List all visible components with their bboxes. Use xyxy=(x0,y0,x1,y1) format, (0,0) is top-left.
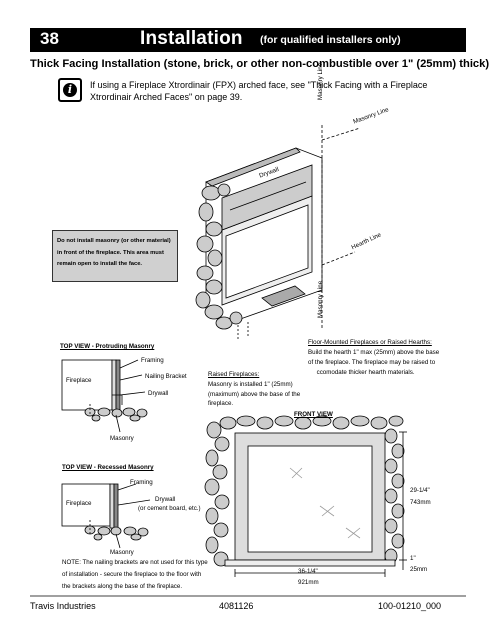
footer-doc-number: 4081126 xyxy=(219,601,254,611)
framing-label-1: Framing xyxy=(141,357,164,364)
dim-width-mm: 921mm xyxy=(298,579,319,586)
drywall-sublabel-2: (or cement board, etc.) xyxy=(138,505,201,512)
raised-fireplaces-line-3: fireplace. xyxy=(208,400,234,407)
fireplace-label-2: Fireplace xyxy=(66,500,92,507)
framing-label-2: Framing xyxy=(130,479,153,486)
raised-fireplaces-line-1: Masonry is installed 1" (25mm) xyxy=(208,381,293,388)
top-view-protruding-title: TOP VIEW - Protruding Masonry xyxy=(60,343,155,350)
page-header-bar: 38 Installation (for qualified installer… xyxy=(30,28,466,52)
drywall-label-2: Drywall xyxy=(155,496,176,503)
top-view-recessed-drawing xyxy=(61,483,151,549)
top-view-recessed-title: TOP VIEW - Recessed Masonry xyxy=(62,464,154,471)
masonry-line-label-bottom: Masonry Line xyxy=(317,280,324,318)
nailing-note-line-3: the brackets along the base of the firep… xyxy=(62,583,183,590)
isometric-fireplace-drawing xyxy=(195,125,361,340)
warning-text: Do not install masonry (or other materia… xyxy=(57,238,171,267)
section-title: Installation xyxy=(140,28,243,49)
note-text: If using a Fireplace Xtrordinair (FPX) a… xyxy=(90,80,428,102)
floor-mounted-title: Floor-Mounted Fireplaces or Raised Heart… xyxy=(308,339,432,346)
footer-part-number: 100-01210_000 xyxy=(378,601,442,611)
masonry-label-1: Masonry xyxy=(110,435,134,442)
nailing-bracket-label: Nailing Bracket xyxy=(145,373,187,380)
nailing-note-line-2: of installation - secure the fireplace t… xyxy=(62,571,202,578)
dim-hearth-mm: 25mm xyxy=(410,566,428,573)
drywall-label-1: Drywall xyxy=(148,390,169,397)
fireplace-label-1: Fireplace xyxy=(66,377,92,384)
front-view-drawing xyxy=(204,415,407,577)
dim-hearth-in: 1" xyxy=(410,555,416,562)
raised-fireplaces-line-2: (maximum) above the base of the xyxy=(208,391,301,398)
dim-height-in: 29-1/4" xyxy=(410,487,430,494)
floor-mounted-line-3: ccomodate thicker hearth materials. xyxy=(308,369,415,376)
raised-fireplaces-title: Raised Fireplaces: xyxy=(208,371,260,378)
section-subtitle: (for qualified installers only) xyxy=(260,34,401,46)
masonry-label-2: Masonry xyxy=(110,549,134,556)
page-number: 38 xyxy=(40,29,59,48)
warning-box: Do not install masonry (or other materia… xyxy=(52,230,178,282)
dim-height-mm: 743mm xyxy=(410,499,431,506)
footer-company: Travis Industries xyxy=(30,601,96,611)
floor-mounted-line-2: of the fireplace. The fireplace may be r… xyxy=(308,359,436,366)
top-view-protruding-drawing xyxy=(61,359,148,433)
floor-mounted-line-1: Build the hearth 1" max (25mm) above the… xyxy=(308,349,440,356)
dim-width-in: 36-1/4" xyxy=(298,568,318,575)
main-heading: Thick Facing Installation (stone, brick,… xyxy=(30,58,490,70)
info-icon: i xyxy=(58,78,82,102)
nailing-note-line-1: NOTE: The nailing brackets are not used … xyxy=(62,559,208,566)
front-view-title: FRONT VIEW xyxy=(294,411,333,418)
masonry-line-label-top: Masonry Line xyxy=(317,62,324,100)
